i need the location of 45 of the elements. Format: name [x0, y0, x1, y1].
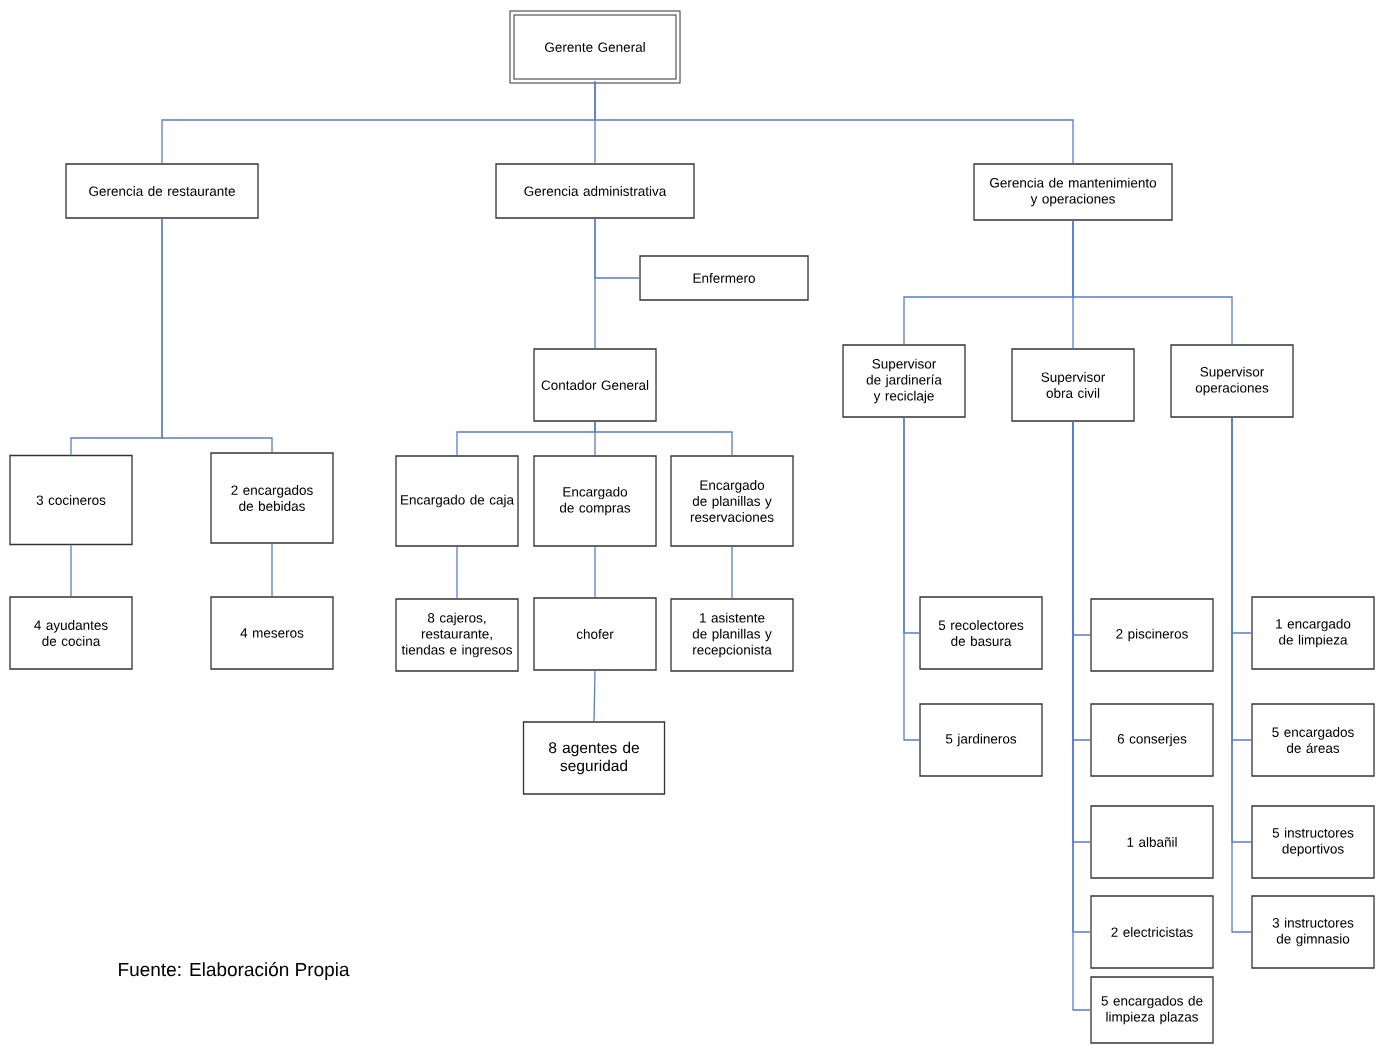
org-box: Supervisor de jardinería y reciclaje	[842, 344, 966, 418]
org-box: 3 cocineros	[9, 454, 133, 546]
org-box: 2 encargados de bebidas	[210, 452, 334, 544]
manager-box: Gerente General	[509, 10, 681, 84]
org-box: Supervisor obra civil	[1011, 348, 1135, 422]
org-box: Enfermero	[639, 255, 809, 301]
org-box: 1 albañil	[1090, 805, 1214, 879]
org-box: 2 electricistas	[1090, 895, 1214, 969]
connector-line	[593, 670, 596, 722]
org-box: 1 asistente de planillas y recepcionista	[670, 598, 794, 672]
connector-line	[594, 546, 596, 598]
org-box: 8 agentes de seguridad	[522, 721, 666, 795]
connector-line	[1231, 417, 1252, 933]
org-box: 4 meseros	[210, 596, 334, 670]
org-box: 5 instructores deportivos	[1251, 805, 1375, 879]
org-box: Encargado de compras	[533, 455, 657, 547]
org-box: Gerencia administrativa	[495, 163, 695, 219]
org-box: Gerencia de mantenimiento y operaciones	[973, 163, 1173, 221]
org-box: chofer	[533, 597, 657, 671]
connector-line	[456, 546, 458, 599]
connector-line	[594, 218, 596, 349]
caption: Fuente: Elaboración Propia	[119, 962, 350, 980]
org-box: Contador General	[533, 348, 657, 422]
org-box: 1 encargado de limpieza	[1251, 596, 1375, 670]
org-box: 5 encargados de áreas	[1251, 703, 1375, 777]
org-box: 5 encargados de limpieza plazas	[1090, 976, 1214, 1044]
org-box: Gerencia de restaurante	[65, 163, 259, 219]
connector-line	[594, 80, 1074, 164]
org-box: 2 piscineros	[1090, 598, 1214, 672]
connector-line	[1072, 220, 1233, 345]
org-box: 3 instructores de gimnasio	[1251, 895, 1375, 969]
org-box: Supervisor operaciones	[1170, 344, 1294, 418]
connector-line	[594, 421, 733, 456]
org-box: 8 cajeros, restaurante, tiendas e ingresos	[395, 598, 519, 672]
org-box: 4 ayudantes de cocina	[9, 596, 133, 670]
connector-line	[161, 218, 273, 453]
org-box: Encargado de caja	[395, 455, 519, 547]
connector-line	[70, 544, 72, 597]
org-box: 5 recolectores de basura	[919, 596, 1043, 670]
connector-line	[731, 546, 733, 599]
org-box: 5 jardineros	[919, 703, 1043, 777]
connector-line	[271, 543, 273, 597]
connector-line	[903, 417, 920, 741]
org-box: 6 conserjes	[1090, 703, 1214, 777]
org-box: Encargado de planillas y reservaciones	[670, 455, 794, 547]
